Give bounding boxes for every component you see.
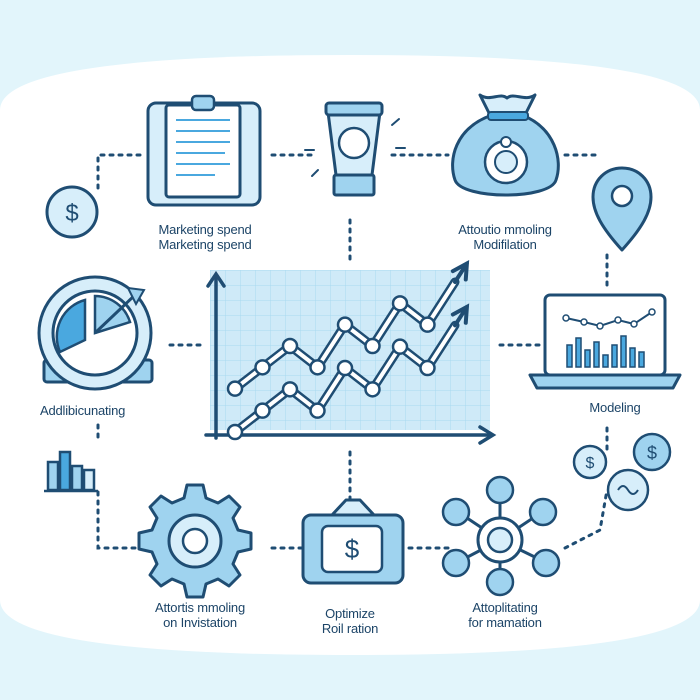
chart-point xyxy=(309,402,326,419)
label-marketing-line-2: Marketing spend xyxy=(158,237,252,252)
label-bottom-right-line-2: for mamation xyxy=(468,615,542,630)
dollar-sign: $ xyxy=(647,443,657,463)
chart-point xyxy=(336,316,354,333)
chart-point xyxy=(226,380,244,397)
clipboard-icon xyxy=(146,94,262,207)
pie-target-icon xyxy=(37,275,154,391)
chart-point xyxy=(391,338,409,355)
chart-series-arrowhead xyxy=(450,260,470,284)
chart-series-group xyxy=(226,260,470,441)
dollar-sign: $ xyxy=(65,200,78,227)
label-bottom-right-line-1: Attoplitating xyxy=(472,600,538,615)
label-optimize: Optimize Roil ration xyxy=(285,606,415,636)
chart-point xyxy=(309,359,326,376)
chart-point xyxy=(226,423,244,441)
label-bottom-left-line-2: on Invistation xyxy=(163,615,237,630)
label-left-middle-text: Addlibicunating xyxy=(40,403,126,418)
network-hub-icon xyxy=(441,475,561,597)
label-modeling-text: Modeling xyxy=(589,400,641,415)
dollar-wallet-icon: $ xyxy=(301,498,405,585)
label-bottom-right: Attoplitating for mamation xyxy=(430,600,580,630)
label-left-middle: Addlibicunating xyxy=(20,403,170,418)
chart-point xyxy=(254,359,271,376)
gear-icon xyxy=(137,483,253,599)
label-attribution-modeling: Attoutio mmoling Modifilation xyxy=(420,222,590,252)
coins-icon: $ $ xyxy=(572,432,672,512)
chart-point xyxy=(254,402,271,419)
label-modeling: Modeling xyxy=(560,400,670,415)
label-marketing-spend: Marketing spend Marketing spend xyxy=(125,222,285,252)
dollar-cup-icon xyxy=(304,101,406,197)
dollar-sign: $ xyxy=(345,534,360,564)
dollar-coin-icon: $ xyxy=(45,185,99,239)
mini-bar-chart-icon xyxy=(44,450,98,493)
label-marketing-line-1: Marketing spend xyxy=(158,222,252,237)
chart-axes xyxy=(204,270,497,445)
label-bottom-left-line-1: Attortis mmoling xyxy=(155,600,245,615)
label-bottom-left: Attortis mmoling on Invistation xyxy=(120,600,280,630)
chart-point xyxy=(364,337,381,355)
chart-point xyxy=(281,381,299,398)
chart-point xyxy=(364,381,381,398)
chart-series-arrowhead xyxy=(450,303,470,328)
line-chart xyxy=(204,260,497,445)
label-attribution-line-2: Modifilation xyxy=(473,237,537,252)
dotted-connectors xyxy=(96,153,609,550)
chart-point xyxy=(281,337,299,355)
label-attribution-line-1: Attoutio mmoling xyxy=(458,222,552,237)
laptop-chart-icon xyxy=(528,293,682,390)
chart-point xyxy=(391,295,409,312)
chart-point xyxy=(336,359,354,377)
chart-point xyxy=(419,316,436,333)
chart-point xyxy=(419,359,436,377)
dollar-sign: $ xyxy=(586,455,595,472)
location-pin-icon xyxy=(591,166,653,252)
money-bag-icon xyxy=(451,93,560,197)
label-optimize-line-1: Optimize xyxy=(325,606,375,621)
label-optimize-line-2: Roil ration xyxy=(321,621,379,636)
